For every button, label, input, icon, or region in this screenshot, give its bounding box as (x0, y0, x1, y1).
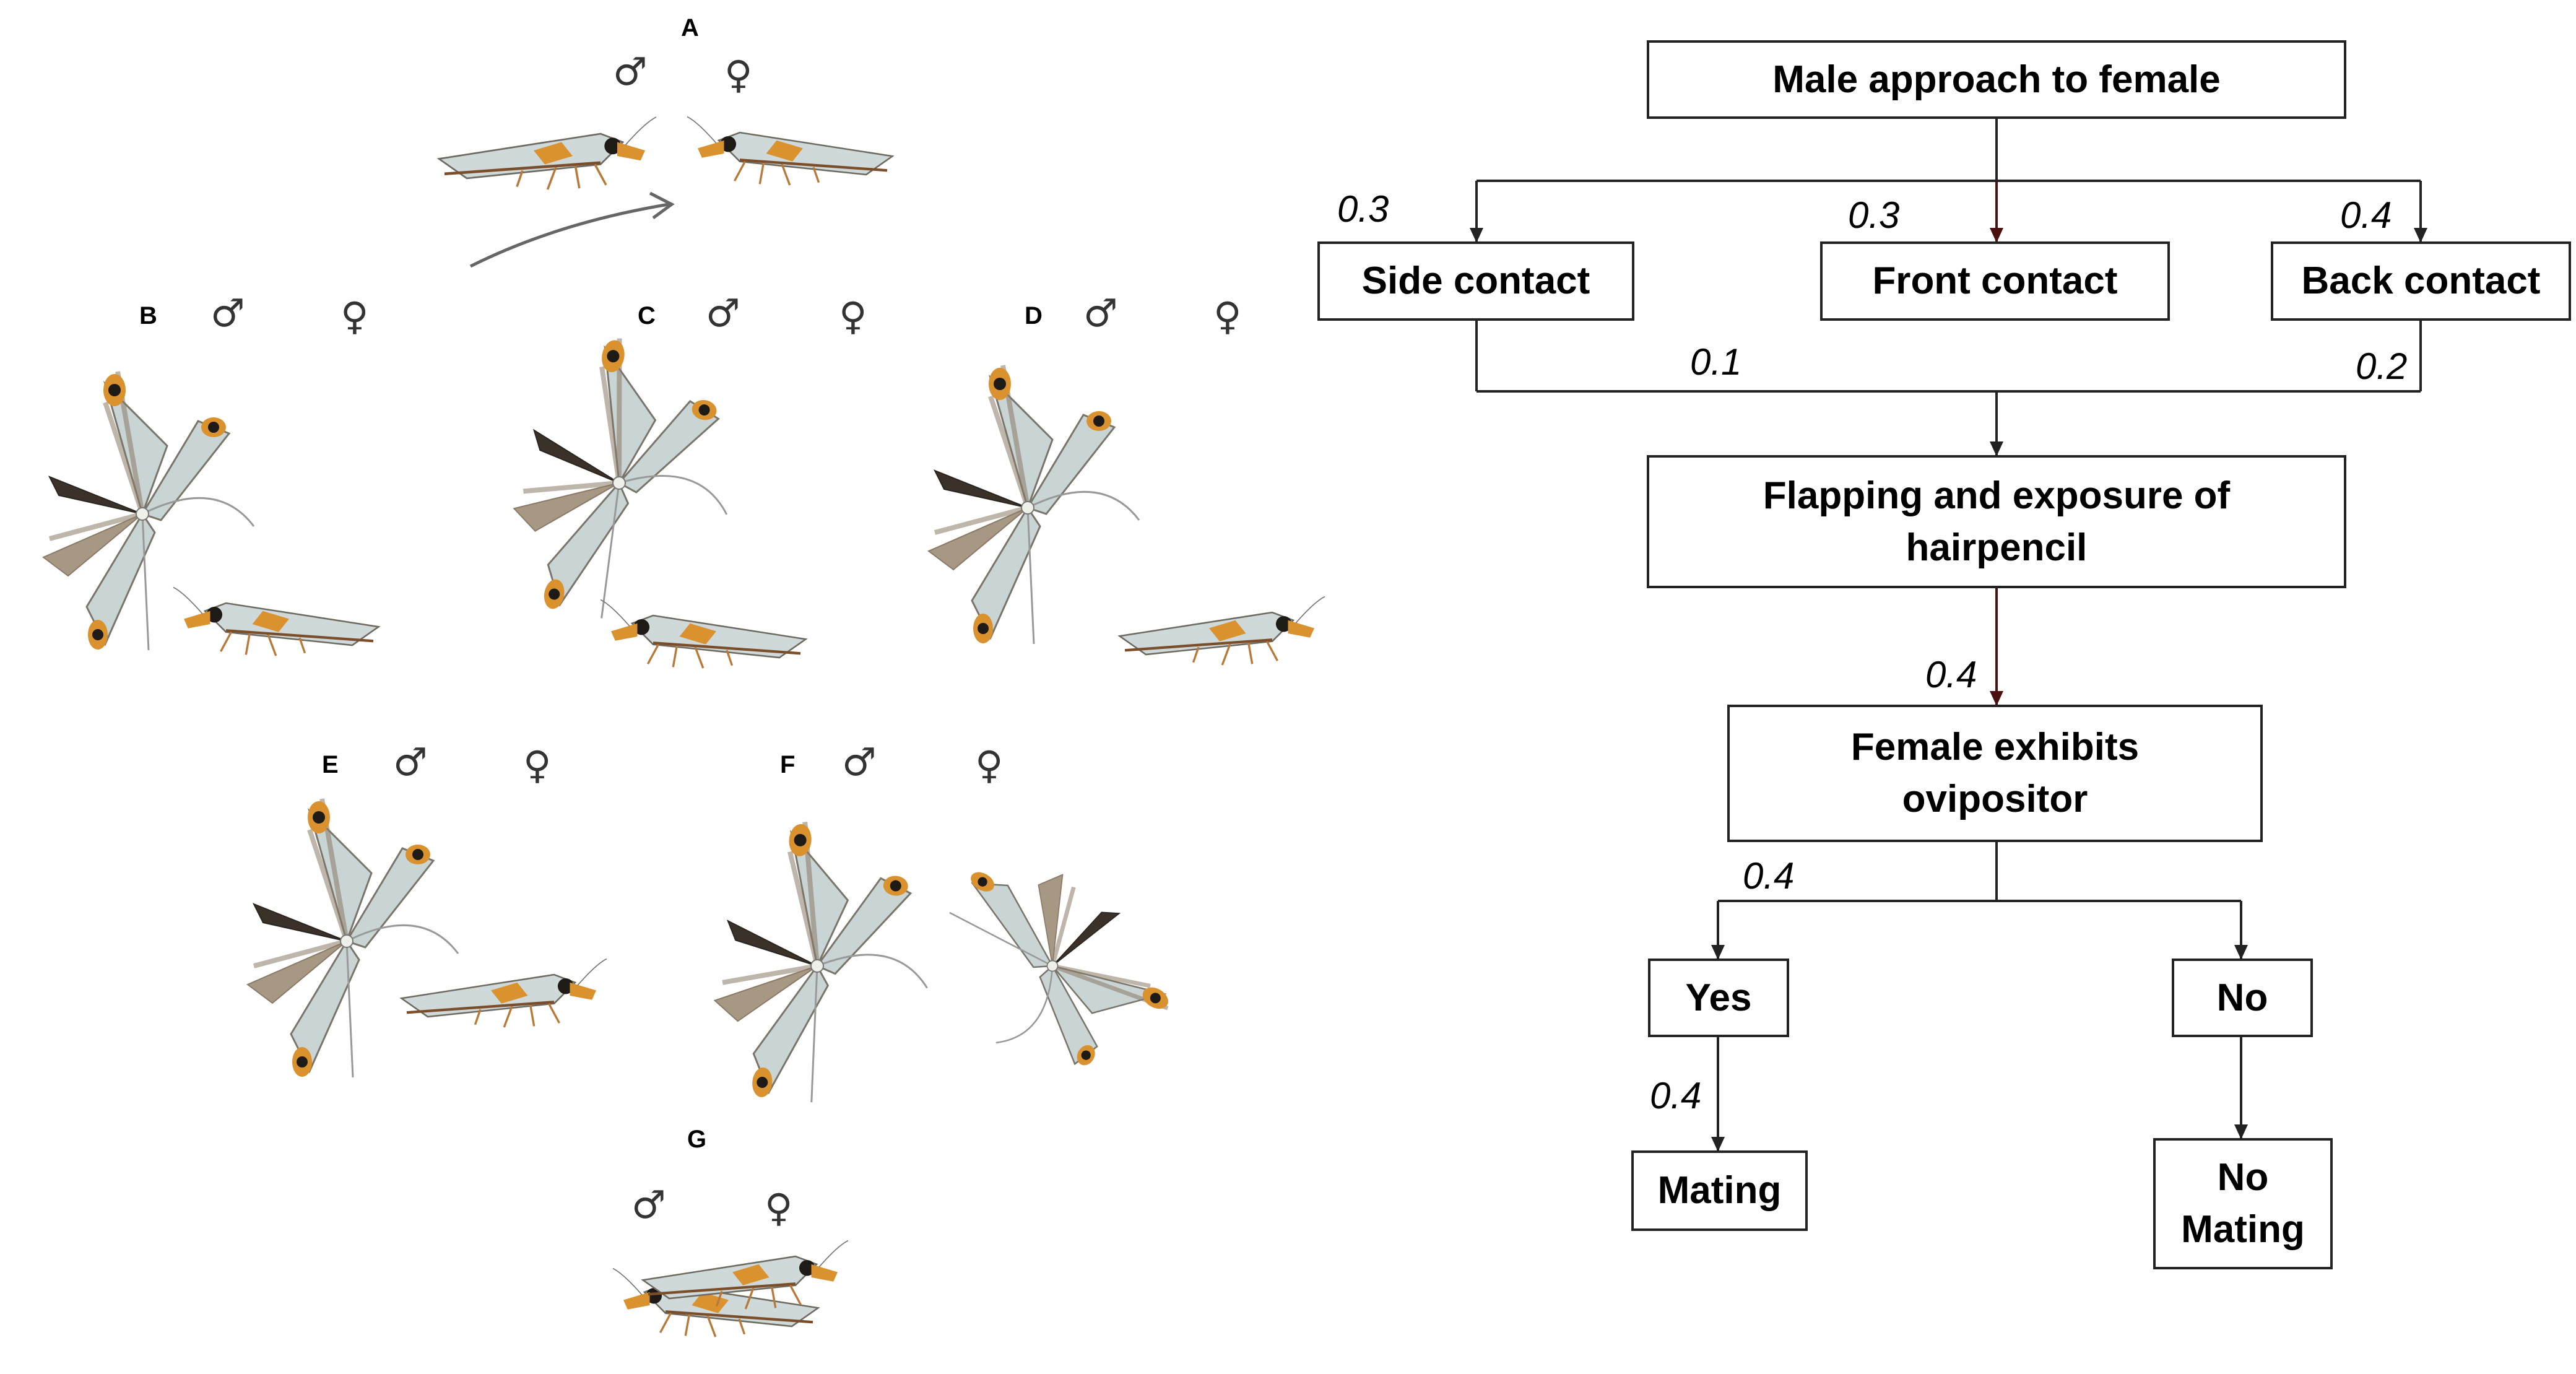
female-symbol-icon: ♀ (765, 1185, 793, 1230)
panel-a-illustration (439, 117, 893, 268)
male-symbol-icon: ♂ (210, 290, 245, 336)
node-flapping-line2: hairpencil (1906, 526, 2088, 569)
node-ovipositor-line1: Female exhibits (1850, 726, 2140, 769)
male-symbol-icon: ♂ (393, 739, 428, 785)
panel-c-label: C (638, 302, 656, 329)
node-front-contact: Front contact (1820, 241, 2170, 321)
node-no-mating-line2: Mating (2181, 1208, 2305, 1251)
female-symbol-icon: ♀ (523, 742, 552, 788)
prob-ovipositor-to-yes: 0.4 (1743, 855, 1795, 897)
node-yes-label: Yes (1685, 976, 1752, 1019)
node-no-label: No (2216, 976, 2268, 1019)
prob-to-front: 0.3 (1848, 194, 1900, 236)
node-flapping-line1: Flapping and exposure of (1763, 474, 2231, 517)
male-symbol-icon: ♂ (613, 49, 648, 94)
male-symbol-icon: ♂ (631, 1182, 666, 1227)
female-symbol-icon: ♀ (1213, 293, 1242, 339)
node-no-mating-line1: No (2217, 1156, 2269, 1199)
panel-b-label: B (139, 302, 157, 329)
node-no-mating: No Mating (2153, 1138, 2333, 1269)
node-yes: Yes (1648, 959, 1789, 1037)
prob-back-to-flapping: 0.2 (2356, 346, 2408, 387)
node-side-contact-label: Side contact (1361, 259, 1590, 303)
node-mating: Mating (1631, 1150, 1808, 1231)
male-symbol-icon: ♂ (842, 739, 877, 785)
prob-flapping-to-ovipositor: 0.4 (1925, 654, 1977, 695)
female-symbol-icon: ♀ (340, 293, 369, 339)
panel-d-label: D (1025, 302, 1043, 329)
female-symbol-icon: ♀ (975, 742, 1004, 788)
node-ovipositor-line2: ovipositor (1902, 778, 2088, 820)
node-front-contact-label: Front contact (1872, 259, 2118, 303)
node-female-ovipositor: Female exhibits ovipositor (1727, 705, 2263, 842)
moth-illustrations (0, 0, 1362, 1374)
node-side-contact: Side contact (1317, 241, 1634, 321)
node-flapping-hairpencil: Flapping and exposure of hairpencil (1647, 455, 2346, 588)
prob-to-side: 0.3 (1337, 188, 1389, 230)
female-symbol-icon: ♀ (839, 293, 867, 339)
male-symbol-icon: ♂ (1083, 290, 1118, 336)
panel-e-label: E (322, 751, 339, 778)
node-back-contact-label: Back contact (2301, 259, 2541, 303)
node-male-approach: Male approach to female (1647, 40, 2346, 119)
panel-a-label: A (681, 14, 699, 41)
node-male-approach-label: Male approach to female (1772, 58, 2221, 101)
node-mating-label: Mating (1657, 1169, 1782, 1212)
male-symbol-icon: ♂ (706, 290, 740, 336)
node-no: No (2172, 959, 2313, 1037)
node-back-contact: Back contact (2271, 241, 2571, 321)
prob-to-back: 0.4 (2340, 194, 2392, 236)
panel-f-label: F (780, 751, 796, 778)
prob-yes-to-mating: 0.4 (1650, 1075, 1702, 1116)
prob-side-to-flapping: 0.1 (1690, 341, 1742, 383)
female-symbol-icon: ♀ (724, 52, 753, 97)
panel-g-label: G (687, 1126, 707, 1153)
